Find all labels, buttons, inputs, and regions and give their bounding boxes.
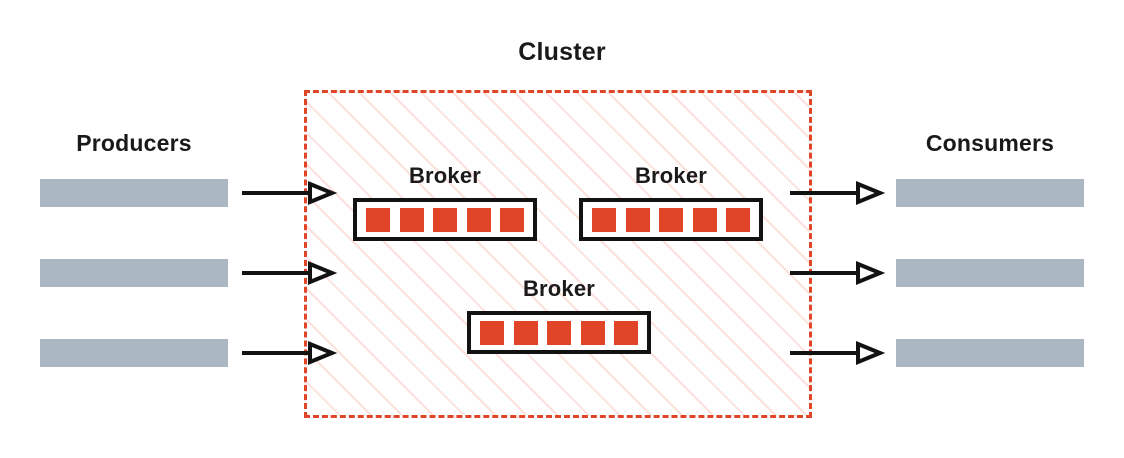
- arrow-producer-2-to-cluster: [242, 261, 338, 285]
- partition-block: [433, 207, 457, 232]
- producers-title: Producers: [76, 130, 192, 156]
- consumer-node-1: [896, 179, 1084, 207]
- partition-block: [466, 207, 491, 232]
- arrow-cluster-to-consumer-1: [790, 181, 886, 205]
- broker-box-2: [579, 198, 763, 241]
- partition-block: [513, 320, 538, 345]
- partition-block: [692, 207, 717, 232]
- partition-block: [500, 207, 524, 232]
- arrow-cluster-to-consumer-2: [790, 261, 886, 285]
- arrow-cluster-to-consumer-3: [790, 341, 886, 365]
- consumer-node-3: [896, 339, 1084, 367]
- broker-label-2: Broker: [634, 163, 708, 188]
- broker-label-3: Broker: [522, 276, 596, 301]
- partition-block: [547, 320, 571, 345]
- cluster-region: [304, 90, 812, 418]
- partition-block: [726, 207, 750, 232]
- partition-block: [480, 320, 504, 345]
- consumer-node-2: [896, 259, 1084, 287]
- partition-block: [592, 207, 616, 232]
- consumers-title: Consumers: [925, 130, 1055, 156]
- arrow-producer-1-to-cluster: [242, 181, 338, 205]
- partition-block: [625, 207, 650, 232]
- partition-block: [366, 207, 390, 232]
- partition-block: [614, 320, 638, 345]
- partition-block: [399, 207, 424, 232]
- broker-box-3: [467, 311, 651, 354]
- cluster-title: Cluster: [518, 38, 606, 66]
- producer-node-1: [40, 179, 228, 207]
- partition-block: [580, 320, 605, 345]
- arrow-producer-3-to-cluster: [242, 341, 338, 365]
- producer-node-2: [40, 259, 228, 287]
- broker-box-1: [353, 198, 537, 241]
- producer-node-3: [40, 339, 228, 367]
- partition-block: [659, 207, 683, 232]
- broker-label-1: Broker: [408, 163, 482, 188]
